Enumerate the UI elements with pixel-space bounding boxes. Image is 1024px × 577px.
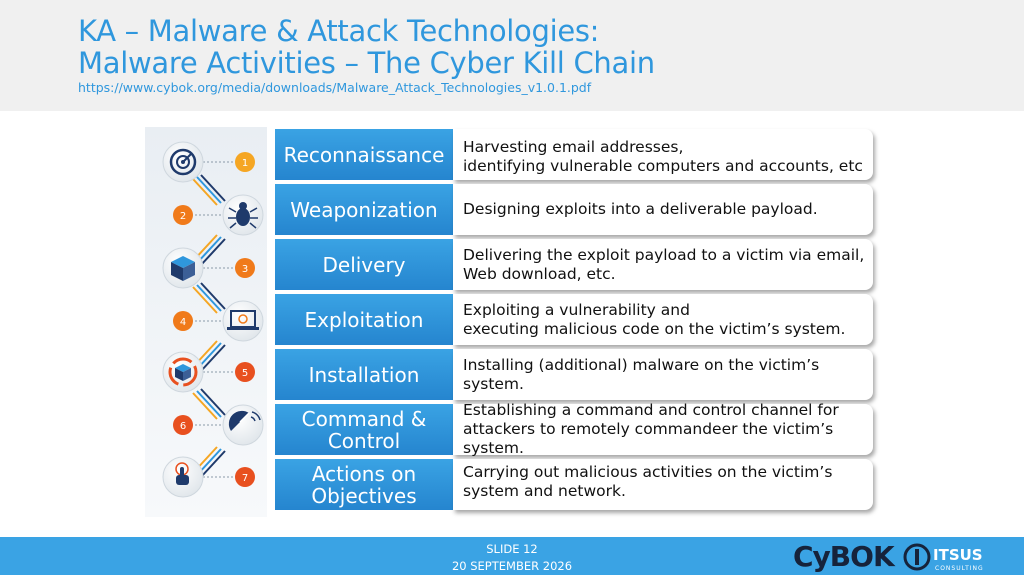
step-1: 1 <box>162 141 255 183</box>
step-3: 3 <box>162 247 255 289</box>
step-6: 6 <box>173 404 264 446</box>
stage-description: Harvesting email addresses, identifying … <box>453 129 873 180</box>
stage-label: Command & Control <box>275 404 453 455</box>
step-number: 3 <box>242 264 248 275</box>
step-number: 4 <box>180 317 186 328</box>
stage-label: Reconnaissance <box>275 129 453 180</box>
page-title: KA – Malware & Attack Technologies: Malw… <box>78 15 655 79</box>
stage-description: Delivering the exploit payload to a vict… <box>453 239 873 290</box>
step-number: 5 <box>242 368 248 379</box>
slide-date: 20 SEPTEMBER 2026 <box>451 559 573 573</box>
title-line-1: KA – Malware & Attack Technologies: <box>78 14 600 48</box>
cybok-logo: CyBOK <box>793 540 895 573</box>
slide-footer: SLIDE 12 20 SEPTEMBER 2026 <box>0 537 1024 575</box>
touch-hand-icon <box>175 462 189 485</box>
stage-label: Actions on Objectives <box>275 459 453 510</box>
source-url[interactable]: https://www.cybok.org/media/downloads/Ma… <box>78 80 592 95</box>
slide-header: KA – Malware & Attack Technologies: Malw… <box>0 0 1024 111</box>
stage-description: Carrying out malicious activities on the… <box>453 459 873 510</box>
itsus-logo-text: ITSUS <box>933 546 983 564</box>
stage-row-exploitation: Exploitation Exploiting a vulnerability … <box>275 294 873 345</box>
stage-label: Installation <box>275 349 453 400</box>
bug-icon <box>228 202 258 229</box>
stage-row-actions-on-objectives: Actions on Objectives Carrying out malic… <box>275 459 873 510</box>
package-icon <box>171 256 195 281</box>
step-badge <box>235 152 255 172</box>
stage-row-reconnaissance: Reconnaissance Harvesting email addresse… <box>275 129 873 180</box>
pie-cube-icon <box>168 357 198 387</box>
step-5: 5 <box>162 351 255 393</box>
step-4: 4 <box>173 300 264 342</box>
stage-description: Designing exploits into a deliverable pa… <box>453 184 873 235</box>
step-badge <box>235 258 255 278</box>
step-number: 1 <box>242 158 248 169</box>
step-badge <box>173 205 193 225</box>
stage-description: Installing (additional) malware on the v… <box>453 349 873 400</box>
stage-row-command-control: Command & Control Establishing a command… <box>275 401 873 457</box>
itsus-logo: ITSUS CONSULTING <box>903 541 999 573</box>
kill-chain-infographic: 1 2 3 <box>145 127 267 517</box>
step-number: 7 <box>242 473 248 484</box>
step-number: 6 <box>180 421 186 432</box>
step-badge <box>173 415 193 435</box>
stage-row-installation: Installation Installing (additional) mal… <box>275 349 873 400</box>
slide-number: SLIDE 12 <box>486 542 538 556</box>
stage-row-delivery: Delivery Delivering the exploit payload … <box>275 239 873 290</box>
radar-icon <box>169 148 197 176</box>
step-badge <box>173 311 193 331</box>
step-badge <box>235 467 255 487</box>
itsus-logo-subtext: CONSULTING <box>935 565 984 572</box>
step-7: 7 <box>162 456 255 498</box>
stage-label: Weaponization <box>275 184 453 235</box>
laptop-target-icon <box>227 310 259 330</box>
step-2: 2 <box>173 194 264 236</box>
step-badge <box>235 362 255 382</box>
satellite-dish-icon <box>228 410 261 431</box>
stage-row-weaponization: Weaponization Designing exploits into a … <box>275 184 873 235</box>
stage-label: Delivery <box>275 239 453 290</box>
step-number: 2 <box>180 211 186 222</box>
stage-label: Exploitation <box>275 294 453 345</box>
stage-description: Establishing a command and control chann… <box>453 401 873 457</box>
title-line-2: Malware Activities – The Cyber Kill Chai… <box>78 46 655 80</box>
stage-description: Exploiting a vulnerability and executing… <box>453 294 873 345</box>
